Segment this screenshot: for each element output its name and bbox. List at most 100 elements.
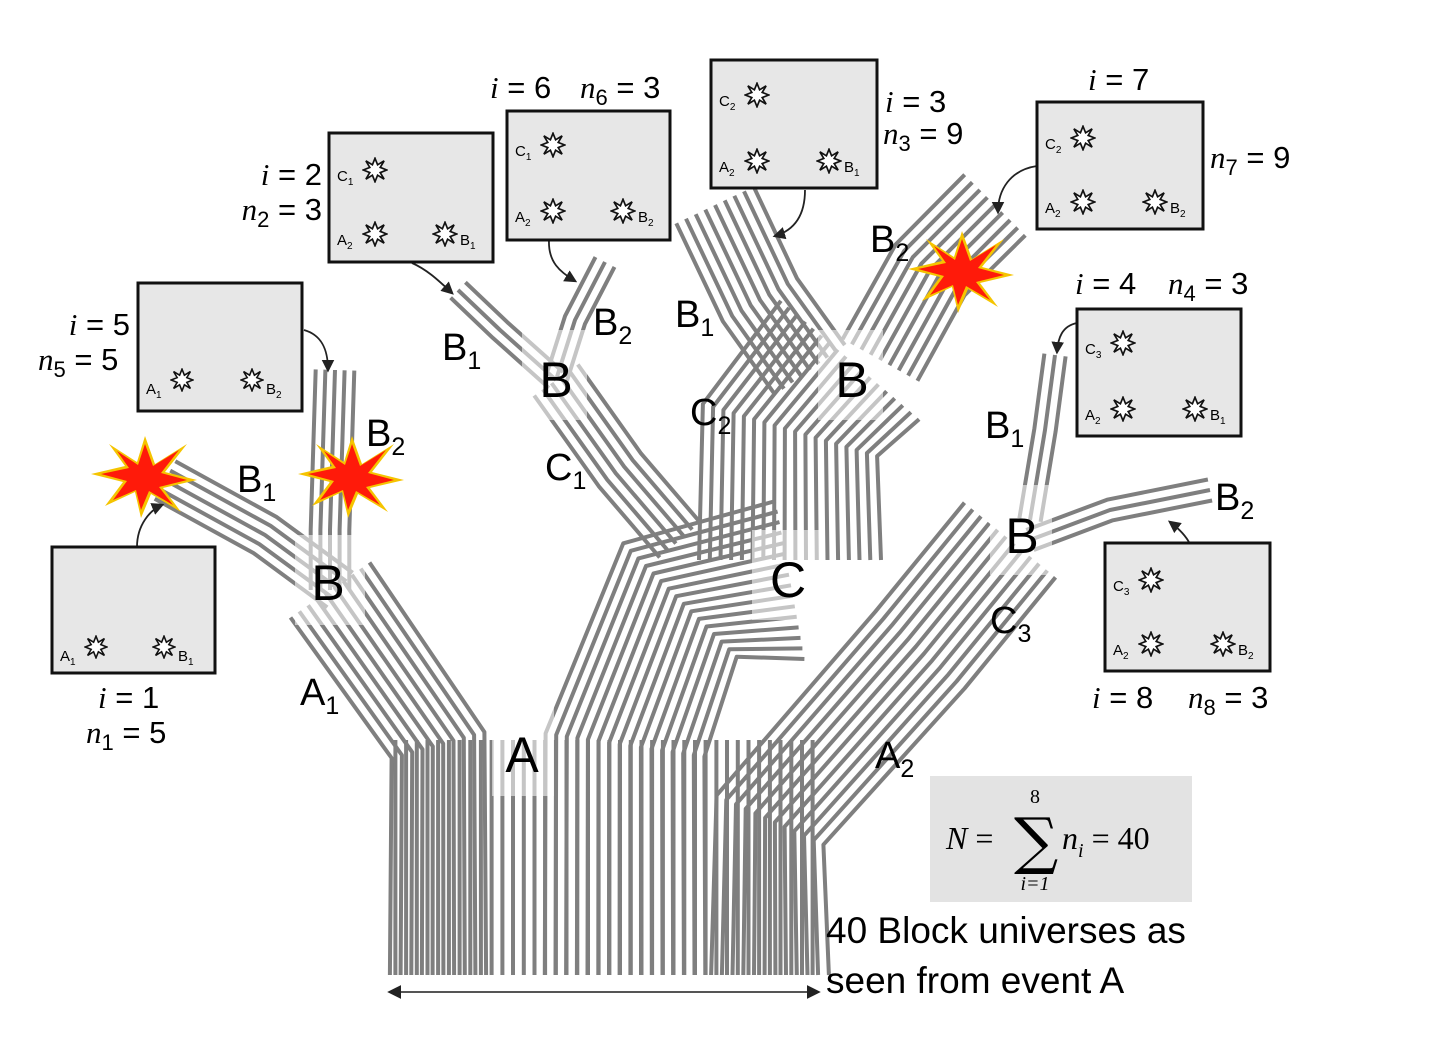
branch-label-b1-mid: B1 bbox=[442, 327, 481, 375]
node-c-highlight bbox=[752, 530, 822, 620]
branch-label-b2-top: B2 bbox=[870, 219, 909, 267]
event-label: A1 bbox=[146, 381, 162, 401]
node-highlights bbox=[295, 330, 1052, 796]
node-c-label: C bbox=[770, 552, 806, 608]
universe-strand bbox=[703, 208, 803, 378]
universe-strand bbox=[750, 334, 824, 561]
universe-strand bbox=[574, 530, 782, 976]
universe-strand bbox=[1029, 488, 1211, 542]
branch-a1 bbox=[288, 561, 489, 976]
branch-c2 bbox=[697, 299, 921, 561]
box-3-count: n3 = 9 bbox=[883, 116, 963, 156]
universe-strand bbox=[854, 403, 905, 561]
universe-strand bbox=[875, 417, 921, 561]
branch-b2-right bbox=[1025, 477, 1213, 552]
box-1-count: n1 = 5 bbox=[86, 715, 166, 755]
universe-strand bbox=[567, 369, 694, 531]
branch-label-c3: C3 bbox=[990, 600, 1031, 648]
universe-strand bbox=[532, 394, 662, 559]
branch-label-c1: C1 bbox=[545, 447, 586, 495]
pointer-arrow bbox=[411, 262, 454, 295]
sum-lower-limit: i=1 bbox=[1020, 873, 1049, 895]
sum-upper-limit: 8 bbox=[1030, 786, 1040, 808]
box-8-count: n8 = 3 bbox=[1188, 680, 1268, 720]
branch-label-a1: A1 bbox=[300, 672, 339, 720]
box-frame bbox=[505, 109, 672, 242]
formula-background bbox=[930, 776, 1192, 902]
box-7-index: i = 7 bbox=[1088, 62, 1149, 97]
event-label: A2 bbox=[515, 209, 531, 229]
sum-formula: N = ∑ 8 i=1 ni = 40 bbox=[930, 776, 1192, 902]
box-frame bbox=[327, 131, 495, 264]
universe-strand bbox=[323, 591, 435, 976]
universe-strand bbox=[840, 173, 967, 341]
box-2-index: i = 2 bbox=[261, 157, 322, 192]
event-label: A2 bbox=[719, 159, 735, 179]
node-a-label: A bbox=[505, 727, 539, 783]
universe-strand bbox=[792, 555, 1033, 976]
event-label: A2 bbox=[1045, 200, 1061, 220]
universe-strand bbox=[297, 610, 404, 976]
universe-strand bbox=[585, 541, 784, 976]
event-spark-icon bbox=[170, 368, 194, 392]
event-spark-icon bbox=[1210, 631, 1236, 657]
event-label: B1 bbox=[1210, 407, 1226, 427]
pointer-arrow bbox=[991, 165, 1038, 215]
universe-box-4: C3 A2 B1 bbox=[1075, 307, 1243, 438]
box-6-index: i = 6 bbox=[490, 70, 551, 105]
event-spark-icon bbox=[1070, 189, 1096, 215]
universe-strand bbox=[697, 299, 783, 561]
universe-strand bbox=[722, 199, 821, 365]
event-label: B1 bbox=[844, 159, 860, 179]
node-a-highlight bbox=[492, 706, 554, 796]
universe-strand bbox=[607, 562, 788, 976]
pointer-arrow bbox=[772, 189, 806, 240]
universe-strand bbox=[730, 515, 983, 976]
node-b-right-highlight bbox=[990, 485, 1052, 575]
event-label: C2 bbox=[719, 93, 736, 113]
event-label: C1 bbox=[515, 143, 532, 163]
universe-box-6: C1 A2 B2 bbox=[505, 109, 672, 242]
universe-strand bbox=[617, 572, 790, 976]
event-label: A2 bbox=[1085, 407, 1101, 427]
universe-strand bbox=[718, 313, 799, 561]
branch-label-b1-top: B1 bbox=[675, 294, 714, 342]
universe-strand bbox=[596, 551, 786, 976]
box-frame bbox=[136, 281, 304, 413]
universe-strand bbox=[864, 410, 913, 561]
branch-label-b2-mid: B2 bbox=[593, 302, 632, 350]
universe-strand bbox=[729, 320, 807, 561]
event-spark-icon bbox=[1138, 567, 1164, 593]
node-b-mid-highlight bbox=[522, 330, 587, 420]
universe-strand bbox=[762, 535, 1008, 976]
node-b-right-label: B bbox=[1005, 508, 1038, 564]
node-b-top-label: B bbox=[835, 352, 868, 408]
caption-line-1: 40 Block universes as bbox=[826, 910, 1186, 951]
pointer-arrow bbox=[303, 329, 335, 373]
event-label: C2 bbox=[1045, 136, 1062, 156]
box-3-index: i = 3 bbox=[885, 84, 946, 119]
universe-strand bbox=[850, 180, 974, 346]
universe-strand bbox=[719, 508, 975, 976]
universe-strand bbox=[859, 188, 982, 351]
box-4-count: n4 = 3 bbox=[1168, 266, 1248, 306]
universe-strand bbox=[1033, 498, 1213, 552]
universe-strand bbox=[553, 509, 779, 976]
event-spark-icon bbox=[540, 132, 566, 158]
event-spark-icon bbox=[1110, 330, 1136, 356]
universe-strand bbox=[782, 548, 1024, 976]
branch-a2-upper bbox=[542, 499, 805, 976]
universe-strand bbox=[674, 222, 777, 397]
event-label: B2 bbox=[1170, 200, 1186, 220]
universe-strand bbox=[752, 528, 1000, 976]
node-b-top-highlight bbox=[818, 330, 883, 420]
event-spark-icon bbox=[432, 221, 458, 247]
universe-box-1: A1 B1 bbox=[50, 545, 217, 675]
universe-boxes: A1 B1 i = 1 n1 = 5 A1 B2 i = 5 n5 = 5 C1… bbox=[38, 58, 1290, 755]
universe-strand bbox=[709, 501, 967, 976]
explosion-icon bbox=[298, 436, 404, 518]
branch-b1-top bbox=[674, 185, 847, 397]
branch-label-a2: A2 bbox=[875, 735, 914, 783]
universe-strand bbox=[681, 635, 801, 976]
